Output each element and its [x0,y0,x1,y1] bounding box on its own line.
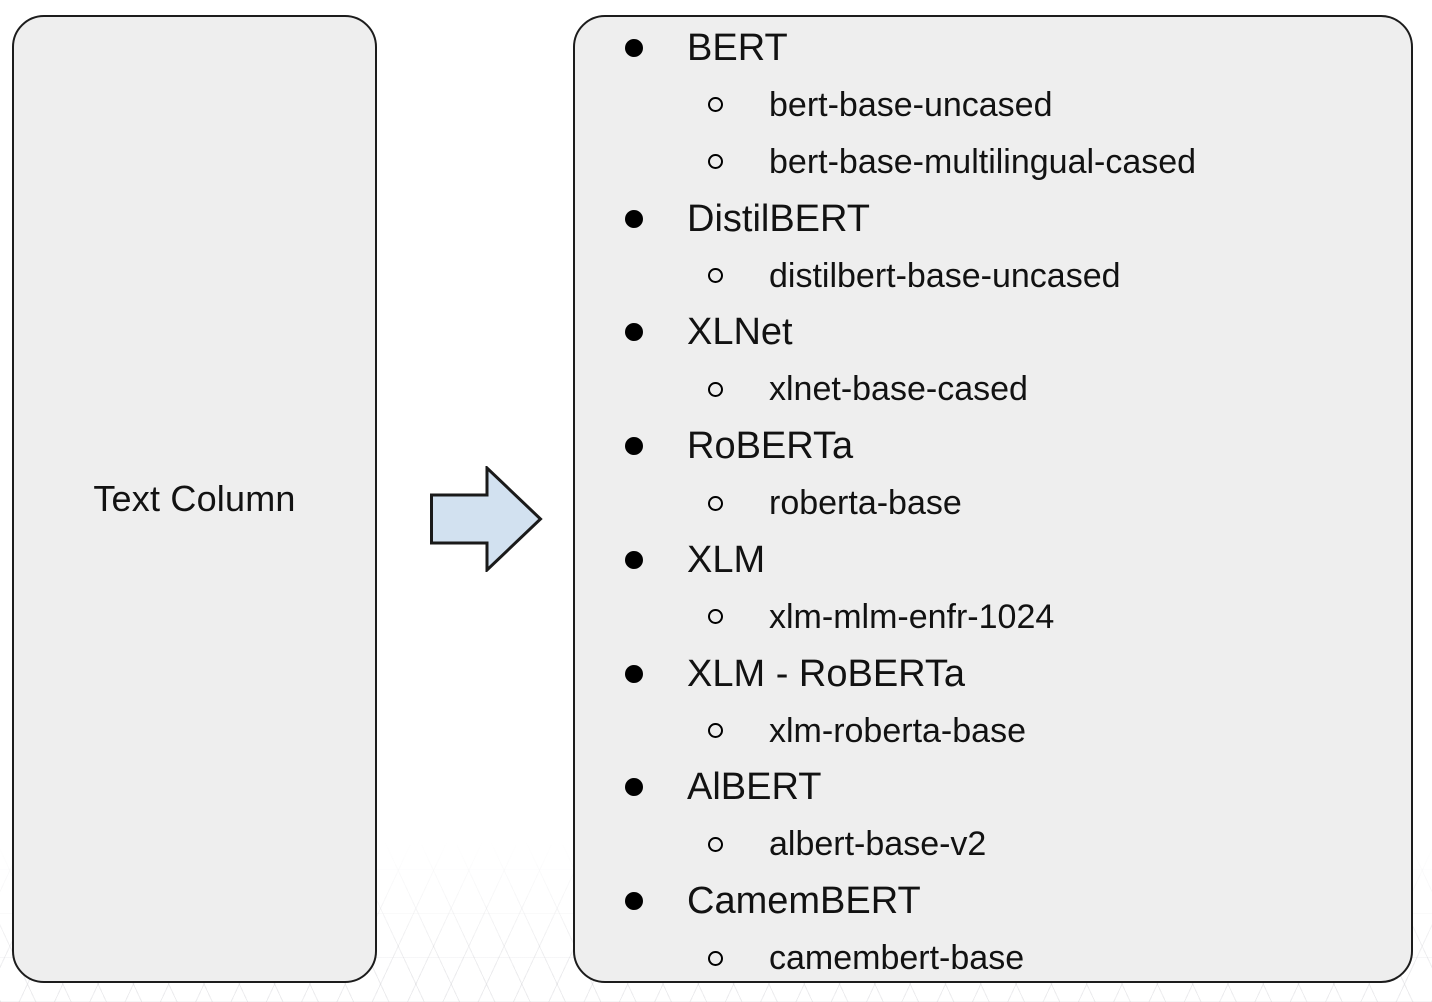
model-checkpoint-item: xlnet-base-cased [575,368,1411,410]
open-bullet-icon [708,836,723,852]
right-arrow-shape [430,464,543,574]
model-family-label: XLNet [687,311,793,354]
model-checkpoint-label: albert-base-v2 [769,825,987,864]
model-family-item: XLM [575,539,1411,581]
model-checkpoint-item: albert-base-v2 [575,823,1411,865]
model-checkpoint-item: bert-base-uncased [575,84,1411,126]
model-family-label: XLM [687,538,766,581]
model-checkpoint-label: roberta-base [769,484,962,522]
open-bullet-icon [708,154,723,170]
filled-bullet-icon [625,209,643,228]
model-family-item: CamemBERT [575,880,1411,922]
model-checkpoint-item: xlm-roberta-base [575,710,1411,752]
model-checkpoint-item: distilbert-base-uncased [575,255,1411,297]
model-family-label: RoBERTa [687,425,854,468]
filled-bullet-icon [625,664,643,683]
model-checkpoint-label: bert-base-uncased [769,85,1053,124]
open-bullet-icon [708,381,723,397]
model-family-item: RoBERTa [575,425,1411,467]
model-list-box: BERT bert-base-uncased bert-base-multiling… [573,15,1413,983]
filled-bullet-icon [625,778,643,797]
model-checkpoint-label: bert-base-multilingual-cased [769,142,1197,181]
model-family-item: AlBERT [575,766,1411,808]
model-family-label: DistilBERT [687,197,870,240]
model-checkpoint-item: xlm-mlm-enfr-1024 [575,596,1411,638]
open-bullet-icon [708,495,723,511]
open-bullet-icon [708,609,723,625]
text-column-box: Text Column [12,15,377,983]
model-checkpoint-item: camembert-base [575,937,1411,979]
model-list: BERT bert-base-uncased bert-base-multiling… [575,17,1411,981]
model-family-label: AlBERT [687,766,822,809]
filled-bullet-icon [625,550,643,569]
open-bullet-icon [708,723,723,738]
model-family-label: XLM - RoBERTa [687,652,966,695]
filled-bullet-icon [625,437,643,456]
filled-bullet-icon [625,323,643,342]
open-bullet-icon [708,950,723,966]
open-bullet-icon [708,268,723,283]
model-family-item: XLNet [575,311,1411,353]
model-checkpoint-item: roberta-base [575,482,1411,524]
model-family-item: XLM - RoBERTa [575,653,1411,695]
filled-bullet-icon [625,39,643,57]
filled-bullet-icon [625,892,643,911]
model-checkpoint-label: xlm-mlm-enfr-1024 [769,597,1055,636]
model-family-label: CamemBERT [687,880,921,923]
model-checkpoint-label: xlm-roberta-base [769,711,1026,750]
model-family-label: BERT [687,27,788,69]
model-checkpoint-label: camembert-base [769,939,1025,977]
model-family-item: BERT [575,27,1411,69]
model-checkpoint-item: bert-base-multilingual-cased [575,141,1411,183]
text-column-label: Text Column [93,478,296,519]
model-checkpoint-label: distilbert-base-uncased [769,256,1121,295]
model-checkpoint-label: xlnet-base-cased [769,370,1028,409]
model-family-item: DistilBERT [575,198,1411,240]
right-arrow-icon [430,464,543,574]
open-bullet-icon [708,97,723,113]
